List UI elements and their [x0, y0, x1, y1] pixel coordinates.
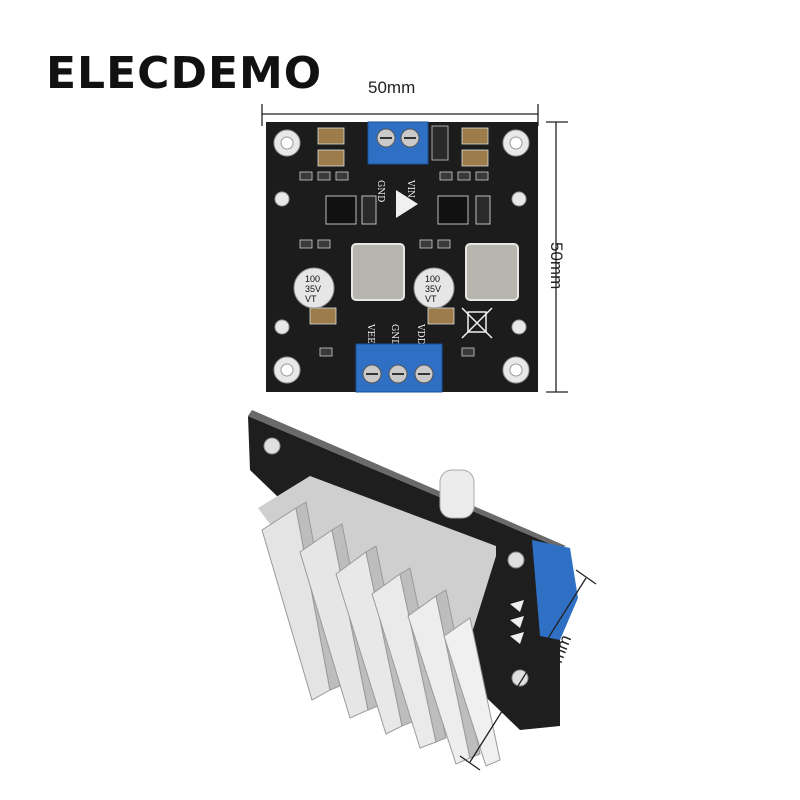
weee-symbol — [461, 307, 493, 339]
brand-logo: ELECDEMO — [46, 48, 323, 99]
svg-text:100: 100 — [305, 274, 320, 284]
mounting-holes — [273, 129, 530, 384]
electrolytic-capacitor-left: 100 35V VT — [293, 267, 335, 309]
silk-vdd: VDD — [415, 323, 425, 345]
silk-gnd-in: GND — [375, 180, 385, 202]
svg-text:35V: 35V — [305, 284, 321, 294]
electrolytic-capacitor-right: 100 35V VT — [413, 267, 455, 309]
inductor-right — [465, 243, 519, 301]
output-terminal-block — [355, 343, 443, 393]
inductor-left — [351, 243, 405, 301]
input-terminal-block — [367, 121, 429, 165]
board-width-label: 50mm — [368, 78, 416, 97]
silk-gnd-out: GND — [389, 324, 399, 346]
silk-vee: VEE — [365, 323, 375, 344]
svg-text:VT: VT — [305, 294, 317, 304]
svg-text:35V: 35V — [425, 284, 441, 294]
heatsink-side-view — [248, 410, 578, 767]
svg-text:100: 100 — [425, 274, 440, 284]
svg-text:VT: VT — [425, 294, 437, 304]
pcb-top-view: GND VIN — [266, 121, 538, 393]
depth-dimension-line — [459, 569, 597, 771]
silk-vin: VIN — [405, 179, 415, 198]
height-dimension-line — [546, 121, 568, 393]
